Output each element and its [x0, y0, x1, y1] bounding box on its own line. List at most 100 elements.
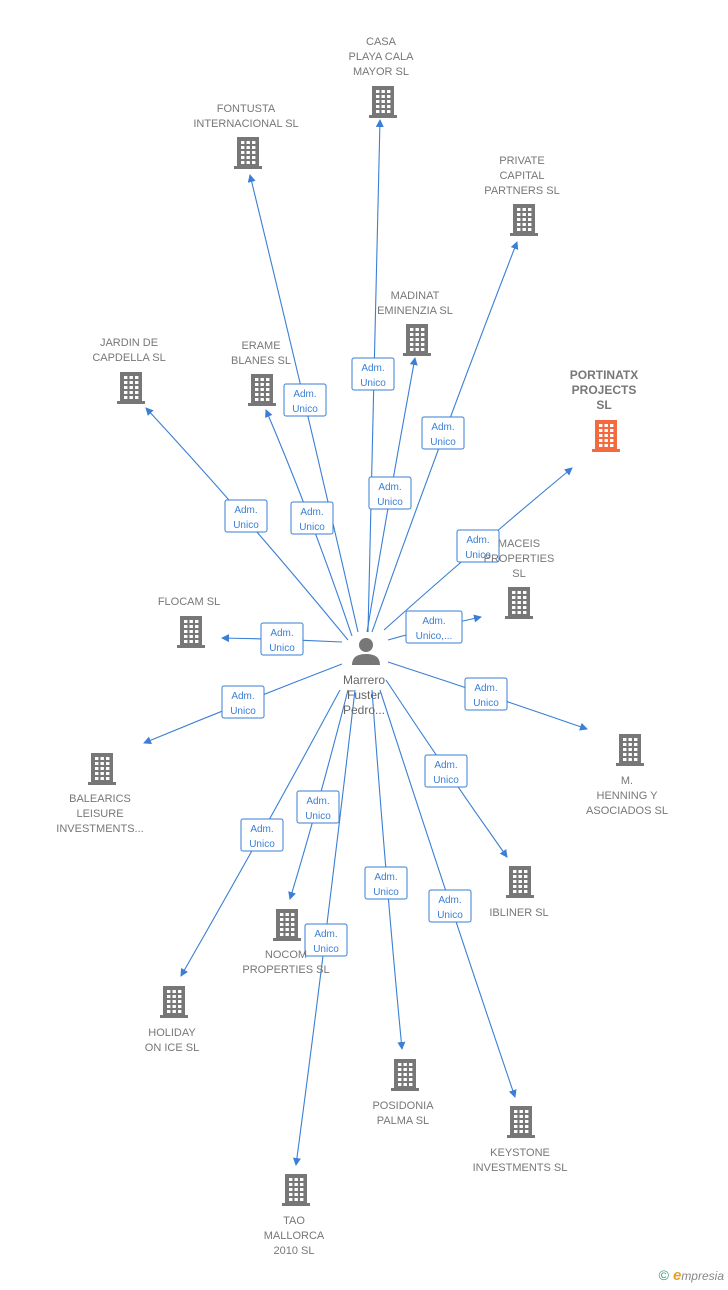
edge-label-line-2: Unico [233, 520, 259, 531]
edge-label-line-1: Adm. [250, 824, 273, 835]
company-name-line-2: ON ICE SL [145, 1042, 199, 1054]
company-name-line-3: SL [512, 568, 525, 580]
company-node-fontusta[interactable]: FONTUSTA INTERNACIONAL SL [193, 103, 299, 169]
edge-label-box [221, 685, 265, 719]
edge-role-label[interactable]: Adm.Unico [290, 501, 334, 535]
edge-role-label[interactable]: Adm.Unico [351, 357, 395, 391]
company-name-line-2: CAPITAL [499, 170, 544, 182]
center-person[interactable]: Marrero Fuster Pedro... [343, 638, 385, 717]
building-icon [506, 866, 534, 898]
company-name-line-1: M. [621, 775, 633, 787]
edge-role-label[interactable]: Adm.Unico [428, 889, 472, 923]
edge-label-box [351, 357, 395, 391]
edge-role-label[interactable]: Adm.Unico,... [405, 610, 463, 644]
edge-label-box [224, 499, 268, 533]
edge-role-label[interactable]: Adm.Unico [304, 923, 348, 957]
company-name-line-1: POSIDONIA [372, 1100, 434, 1112]
company-name-line-1: CASA [366, 36, 397, 48]
edge-role-label[interactable]: Adm.Unico [283, 383, 327, 417]
edge-label-line-2: Unico [360, 378, 386, 389]
building-icon [248, 374, 276, 406]
company-name-line-2: PLAYA CALA [348, 51, 414, 63]
company-name-line-3: INVESTMENTS... [56, 823, 143, 835]
company-name-line-2: INVESTMENTS SL [473, 1162, 568, 1174]
edge-role-label[interactable]: Adm.Unico [368, 476, 412, 510]
edge-casa: Adm.Unico [351, 119, 395, 633]
company-name-line-3: MAYOR SL [353, 66, 409, 78]
company-node-private[interactable]: PRIVATE CAPITAL PARTNERS SL [484, 155, 560, 236]
company-name-line-2: PALMA SL [377, 1115, 429, 1127]
company-name-line-1: FONTUSTA [217, 103, 276, 115]
company-name-line-1: PRIVATE [499, 155, 544, 167]
edge-role-label[interactable]: Adm.Unico [221, 685, 265, 719]
edge-label-box [260, 622, 304, 656]
edge-label-line-1: Adm. [306, 796, 329, 807]
edge-holiday: Adm. Unico [180, 689, 341, 977]
edge-label-box [405, 610, 463, 644]
brand-logo-text: mpresia [681, 1269, 724, 1283]
edge-label-line-2: Unico [249, 839, 275, 850]
nodes-layer: CASA PLAYA CALA MAYOR SL FONTUSTA INTERNACIO… [56, 36, 668, 1257]
company-name-line-2: PROPERTIES [484, 553, 555, 565]
edge-madinat: Adm.Unico [366, 357, 418, 633]
edge-label-line-1: Adm. [431, 422, 454, 433]
edge-label-line-1: Adm. [314, 929, 337, 940]
edge-label-box [304, 923, 348, 957]
edge-role-label[interactable]: Adm. Unico [464, 677, 508, 711]
edge-role-label[interactable]: Adm. Unico [421, 416, 465, 450]
company-node-flocam[interactable]: FLOCAM SL [158, 596, 220, 648]
edge-label-line-1: Adm. [378, 482, 401, 493]
company-name-line-1: JARDIN DE [100, 337, 158, 349]
edge-role-label[interactable]: Adm. Unico [240, 818, 284, 852]
edge-label-line-2: Unico [430, 437, 456, 448]
building-icon [369, 86, 397, 118]
person-label-line-3: Pedro... [343, 703, 385, 717]
building-icon [403, 324, 431, 356]
edge-ibliner: Adm. Unico [385, 679, 508, 858]
edge-role-label[interactable]: Adm.Unico [456, 529, 500, 563]
edge-label-line-2: Unico [473, 698, 499, 709]
company-node-balearics[interactable]: BALEARICS LEISURE INVESTMENTS... [56, 753, 144, 835]
edge-maceis: Adm.Unico,... [387, 610, 482, 644]
company-name-line-1: BALEARICS [69, 793, 131, 805]
company-name-line-2: INTERNACIONAL SL [193, 118, 298, 130]
person-label-line-1: Marrero [343, 673, 385, 687]
edge-role-label[interactable]: Adm.Unico [296, 790, 340, 824]
edge-label-line-1: Adm. [474, 683, 497, 694]
edge-role-label[interactable]: Adm.Unico [364, 866, 408, 900]
edge-erame: Adm.Unico [265, 409, 353, 637]
company-name-line-2: MALLORCA [264, 1230, 325, 1242]
company-node-posidonia[interactable]: POSIDONIA PALMA SL [372, 1059, 434, 1127]
company-name-line-3: PARTNERS SL [484, 185, 559, 197]
edges-layer: Adm.UnicoAdm.UnicoAdm.UnicoAdm.UnicoAdm.… [143, 119, 588, 1166]
edge-role-label[interactable]: Adm.Unico [260, 622, 304, 656]
company-node-casa[interactable]: CASA PLAYA CALA MAYOR SL [348, 36, 414, 118]
building-icon [160, 986, 188, 1018]
building-icon [273, 909, 301, 941]
building-icon [616, 734, 644, 766]
edge-label-box [421, 416, 465, 450]
company-node-ibliner[interactable]: IBLINER SL [489, 866, 549, 919]
edge-label-line-2: Unico [373, 887, 399, 898]
edge-label-box [296, 790, 340, 824]
edge-label-box [290, 501, 334, 535]
building-icon [117, 372, 145, 404]
company-name-line-2: LEISURE [76, 808, 123, 820]
person-label-line-2: Fuster [347, 688, 381, 702]
edge-role-label[interactable]: Adm.Unico [424, 754, 468, 788]
edge-label-box [456, 529, 500, 563]
edge-label-line-1: Adm. [234, 505, 257, 516]
edge-role-label[interactable]: Adm. Unico [224, 499, 268, 533]
edge-label-box [424, 754, 468, 788]
edge-label-box [368, 476, 412, 510]
